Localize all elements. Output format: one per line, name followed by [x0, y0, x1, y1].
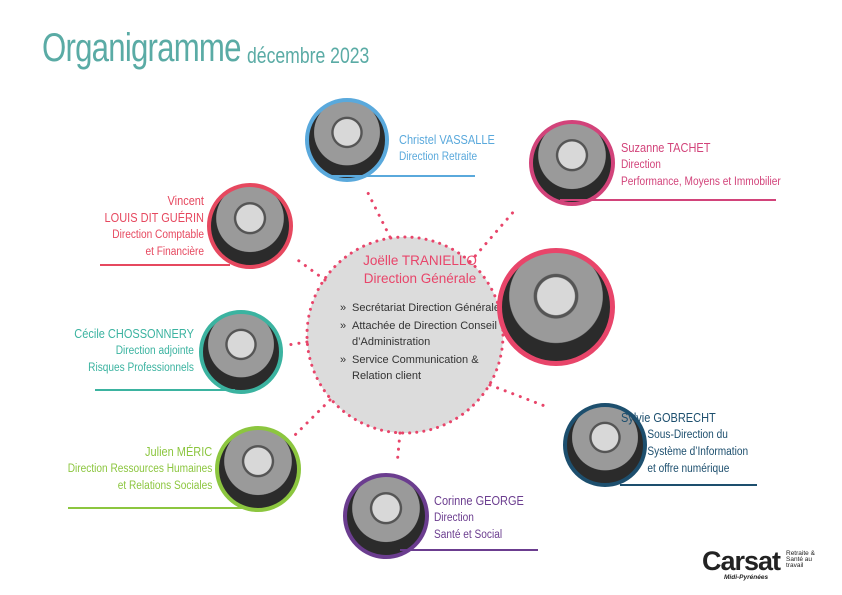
photo-corinne — [343, 473, 429, 559]
logo-region: Midi-Pyrénées — [724, 574, 769, 581]
person-sylvie: Sylvie GOBRECHT Sous-Direction du Systèm… — [621, 410, 748, 478]
person-christel: Christel VASSALLE Direction Retraite — [399, 132, 495, 166]
underline — [68, 507, 248, 509]
person-role: Sous-Direction du — [647, 429, 728, 441]
connector-vincent — [293, 256, 327, 282]
photo-sylvie — [563, 403, 647, 487]
person-role: et Financière — [145, 246, 204, 258]
person-role: Système d’Information — [647, 446, 749, 458]
photo-suzanne — [529, 120, 615, 206]
person-corinne: Corinne GEORGE Direction Santé et Social — [434, 493, 524, 544]
underline — [95, 389, 235, 391]
person-role: et Relations Sociales — [117, 480, 212, 492]
person-role: Direction adjointe — [115, 345, 194, 357]
person-role: Direction Comptable — [112, 229, 204, 241]
photo-cecile — [199, 310, 283, 394]
date-text: décembre 2023 — [247, 43, 370, 68]
service-item: Secrétariat Direction Générale — [340, 300, 500, 316]
person-name: Sylvie GOBRECHT — [621, 411, 716, 425]
person-role: Risques Professionnels — [88, 362, 194, 374]
service-item: Attachée de Direction Conseil d’Administ… — [340, 318, 500, 350]
person-name: Julien MÉRIC — [144, 445, 212, 459]
person-name: LOUIS DIT GUÉRIN — [104, 211, 204, 225]
person-suzanne: Suzanne TACHET Direction Performance, Mo… — [621, 140, 781, 191]
person-name: Suzanne TACHET — [621, 141, 711, 155]
photo-julien — [215, 426, 301, 512]
logo-tagline: Retraite & Santé au travail — [786, 550, 815, 569]
person-name: Cécile CHOSSONNERY — [74, 327, 194, 341]
center-role: Direction Générale — [363, 271, 477, 286]
connector-cecile — [286, 340, 309, 347]
connector-christel — [366, 191, 392, 239]
connector-julien — [293, 398, 332, 437]
center-direction: Joëlle TRANIELLO Direction Générale Secr… — [340, 252, 500, 386]
connector-corinne — [395, 431, 402, 467]
center-name: Joëlle TRANIELLO — [363, 253, 477, 268]
carsat-logo: Carsat Retraite & Santé au travail Midi-… — [702, 546, 815, 581]
person-role: Direction — [621, 159, 661, 171]
person-role: Performance, Moyens et Immobilier — [621, 176, 781, 188]
person-role: Santé et Social — [434, 529, 503, 541]
logo-brand: Carsat — [702, 546, 781, 576]
title-text: Organigramme — [42, 26, 241, 70]
connector-suzanne — [468, 208, 517, 264]
person-vincent: Vincent LOUIS DIT GUÉRIN Direction Compt… — [105, 193, 204, 261]
underline — [620, 484, 757, 486]
center-services: Secrétariat Direction Générale Attachée … — [340, 300, 500, 384]
service-item: Service Communication & Relation client — [340, 352, 500, 384]
connector-sylvie — [488, 383, 552, 410]
person-julien: Julien MÉRIC Direction Ressources Humain… — [67, 444, 212, 495]
person-name: Vincent — [167, 194, 204, 208]
person-role: et offre numérique — [647, 463, 730, 475]
person-role: Direction — [434, 512, 474, 524]
person-name: Corinne GEORGE — [434, 494, 524, 508]
underline — [330, 175, 475, 177]
underline — [560, 199, 776, 201]
person-role: Direction Ressources Humaines — [67, 463, 212, 475]
photo-joelle — [497, 248, 615, 366]
person-name: Christel VASSALLE — [399, 133, 495, 147]
underline — [400, 549, 538, 551]
photo-vincent — [207, 183, 293, 269]
photo-christel — [305, 98, 389, 182]
underline — [100, 264, 230, 266]
person-role: Direction Retraite — [399, 151, 478, 163]
person-cecile: Cécile CHOSSONNERY Direction adjointe Ri… — [74, 326, 194, 377]
page-title: Organigramme décembre 2023 — [42, 26, 369, 71]
